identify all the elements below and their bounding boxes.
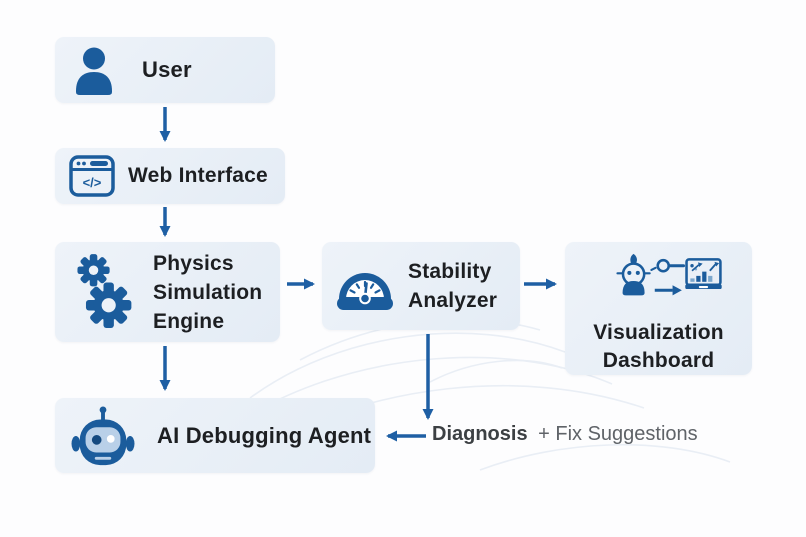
- robot-key-monitor-icon: [615, 253, 722, 296]
- node-visualization-dashboard: Visualization Dashboard: [565, 242, 752, 375]
- node-web-interface: </> Web Interface: [55, 148, 285, 204]
- fix-suggestions-text: + Fix Suggestions: [538, 423, 698, 445]
- diagnosis-text: Diagnosis: [432, 423, 528, 445]
- gears-icon: [77, 254, 132, 328]
- node-user-label: User: [142, 57, 192, 82]
- browser-code-icon: </>: [69, 155, 115, 197]
- gauge-icon: [337, 273, 393, 310]
- node-ai-debugging-agent: AI Debugging Agent: [55, 398, 375, 473]
- key-icon: [649, 258, 685, 273]
- node-physics-label: Physics Simulation Engine: [153, 251, 263, 333]
- robot-icon: [71, 405, 135, 465]
- diagnosis-edge-label: Diagnosis + Fix Suggestions: [432, 423, 698, 446]
- monitor-chart-icon: [684, 258, 722, 290]
- node-ai-agent-label: AI Debugging Agent: [157, 422, 372, 448]
- node-stability-label: Stability Analyzer: [408, 260, 498, 312]
- right-arrow-icon: [654, 285, 682, 296]
- code-glyph: </>: [83, 175, 102, 190]
- node-stability-analyzer: Stability Analyzer: [322, 242, 520, 330]
- robot-head-icon: [615, 253, 651, 296]
- user-icon: [76, 47, 112, 95]
- node-physics-simulation-engine: Physics Simulation Engine: [55, 242, 280, 342]
- node-web-interface-label: Web Interface: [128, 164, 268, 187]
- node-visualization-label: Visualization Dashboard: [593, 321, 724, 372]
- node-user: User: [55, 37, 275, 103]
